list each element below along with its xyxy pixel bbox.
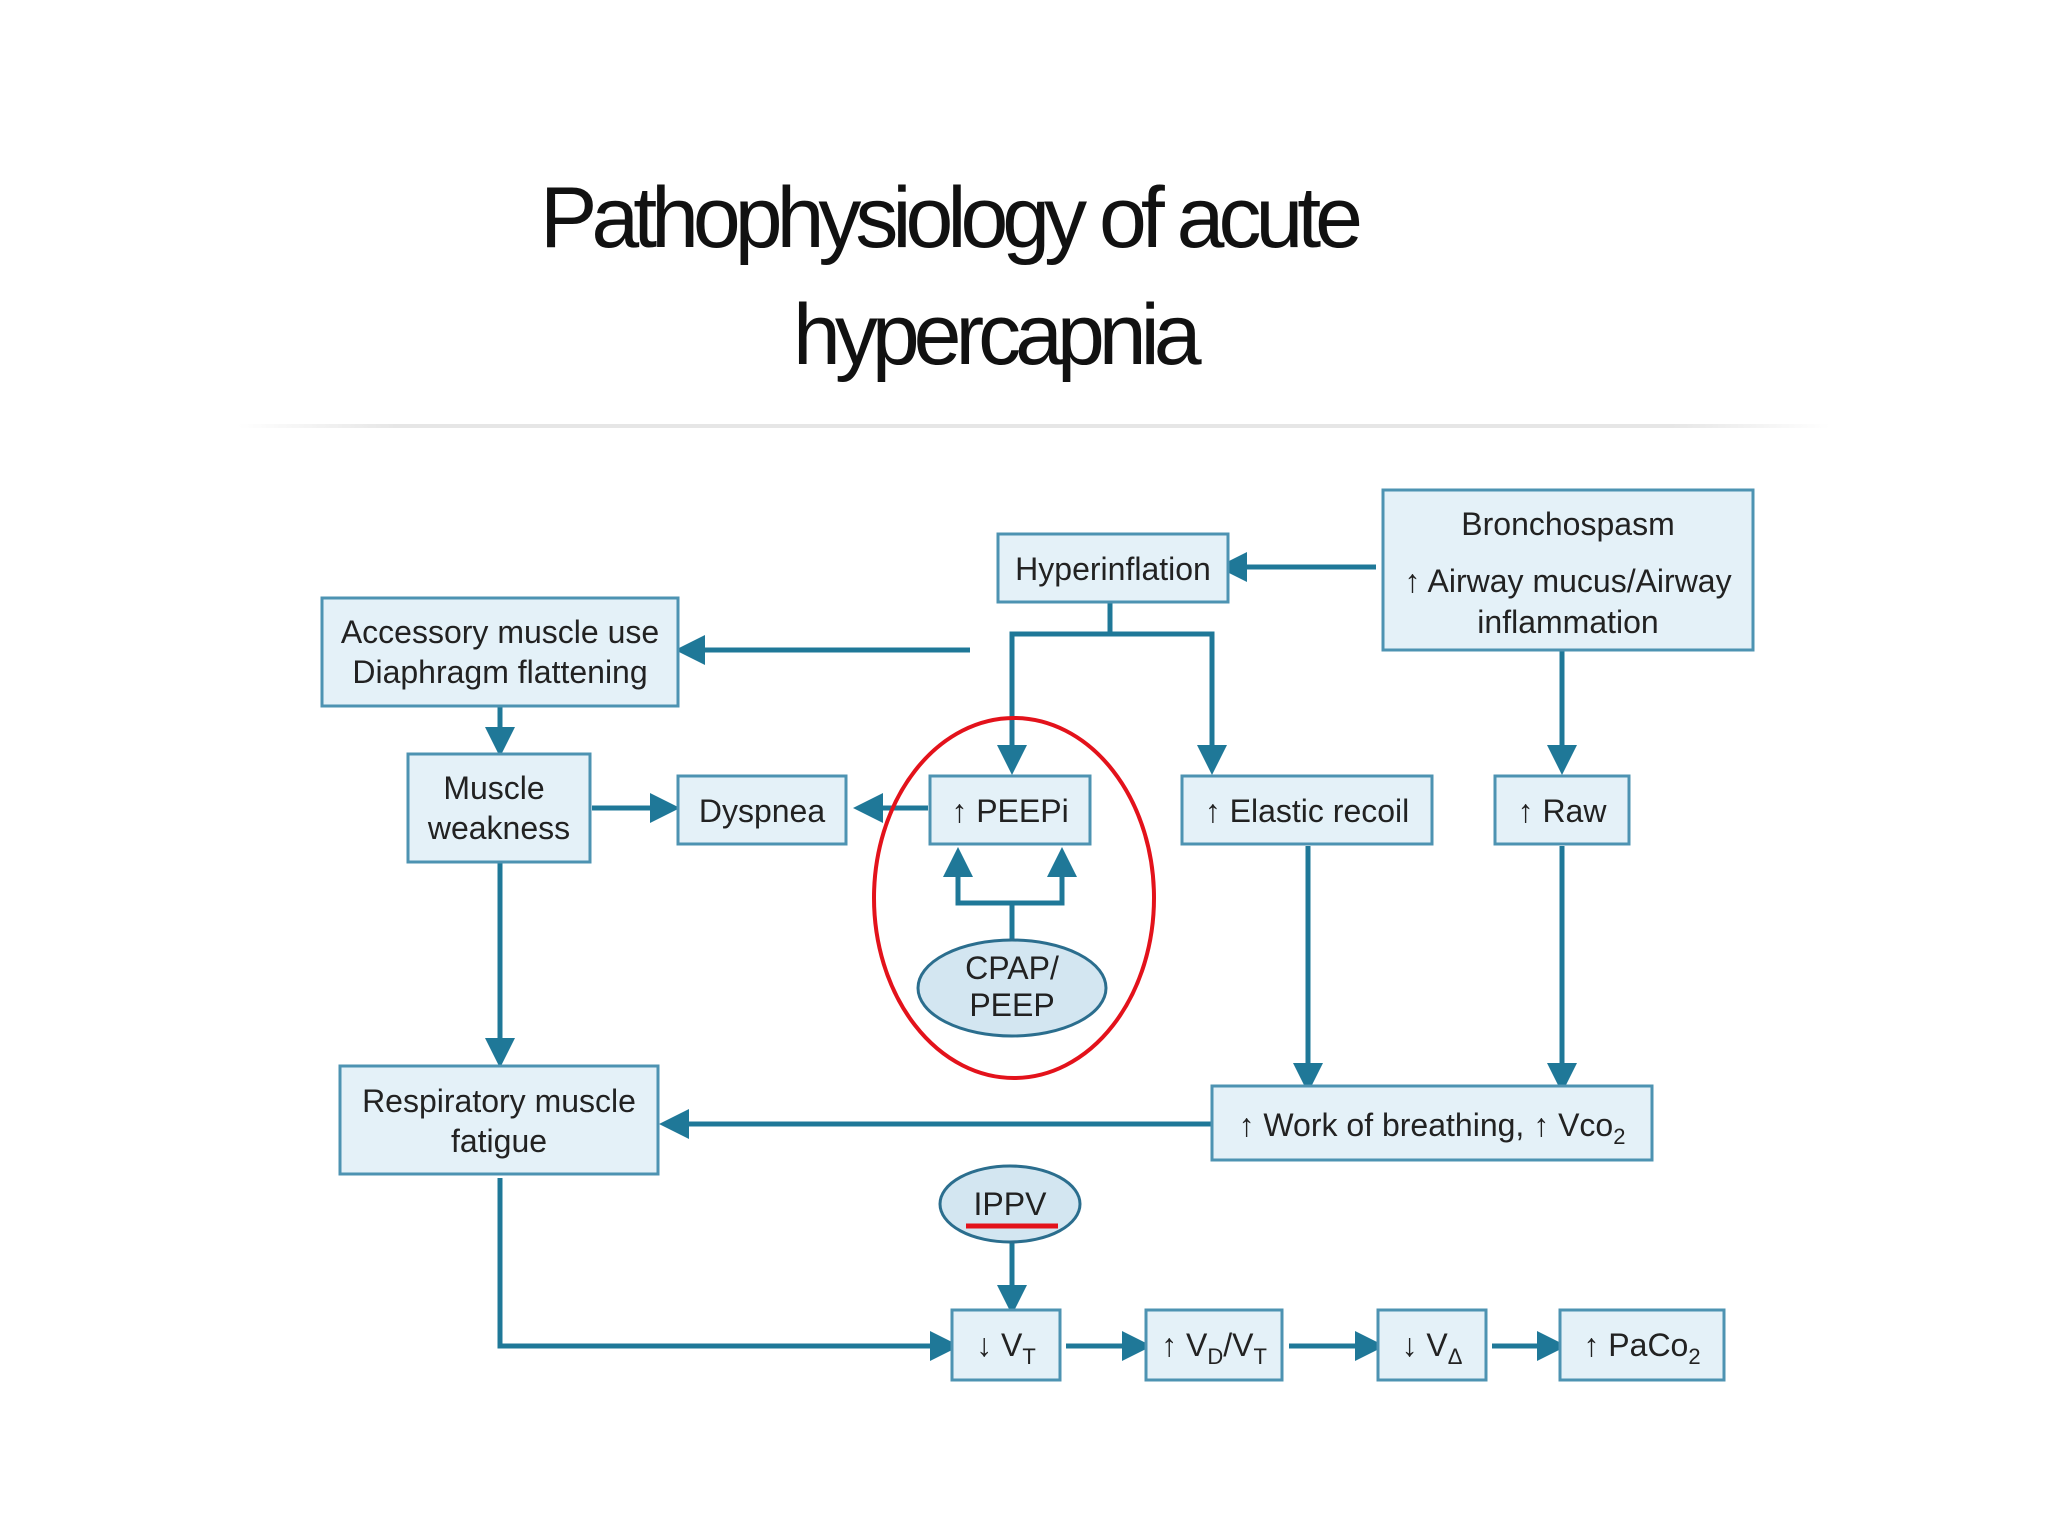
bronchospasm-line-2: ↑ Airway mucus/Airway xyxy=(1404,563,1731,599)
muscle-weakness-line-1: Muscle xyxy=(443,770,544,806)
oval-ippv: IPPV xyxy=(938,1164,1082,1244)
va-label: ↓ VΔ xyxy=(1402,1327,1463,1369)
peepi-label: ↑ PEEPi xyxy=(951,793,1068,829)
vt-label: ↓ VT xyxy=(976,1327,1036,1369)
arrow-resp-fatigue-to-vt xyxy=(497,1178,960,1361)
box-peepi: ↑ PEEPi xyxy=(928,774,1092,846)
bronchospasm-line-1: Bronchospasm xyxy=(1461,506,1674,542)
box-elastic-recoil: ↑ Elastic recoil xyxy=(1180,774,1434,846)
muscle-weakness-line-2: weakness xyxy=(427,810,570,846)
box-accessory-muscle: Accessory muscle use Diaphragm flattenin… xyxy=(320,596,680,708)
arrows xyxy=(485,552,1577,1361)
raw-label: ↑ Raw xyxy=(1518,793,1608,829)
box-vt: ↓ VT xyxy=(950,1308,1062,1382)
box-hyperinflation: Hyperinflation xyxy=(996,532,1230,604)
arrow-cpap-to-peepi-left xyxy=(943,847,1015,940)
cpap-line-1: CPAP/ xyxy=(965,950,1059,986)
box-muscle-weakness: Muscle weakness xyxy=(406,752,592,864)
resp-fatigue-line-1: Respiratory muscle xyxy=(362,1083,636,1119)
slide-title-line-2: hypercapnia xyxy=(793,287,1202,383)
arrow-hyperinflation-to-elastic-recoil xyxy=(1110,631,1227,775)
arrow-cpap-to-peepi-right xyxy=(1012,847,1077,906)
box-respiratory-muscle-fatigue: Respiratory muscle fatigue xyxy=(338,1064,660,1176)
highlight-circle xyxy=(872,716,1156,1080)
title-divider xyxy=(238,424,1830,428)
dyspnea-label: Dyspnea xyxy=(699,793,826,829)
hyperinflation-label: Hyperinflation xyxy=(1015,551,1211,587)
box-paco2: ↑ PaCo2 xyxy=(1558,1308,1726,1382)
accessory-line-2: Diaphragm flattening xyxy=(352,654,647,690)
paco2-label: ↑ PaCo2 xyxy=(1583,1327,1700,1369)
elastic-recoil-label: ↑ Elastic recoil xyxy=(1205,793,1410,829)
box-raw: ↑ Raw xyxy=(1493,774,1631,846)
box-dyspnea: Dyspnea xyxy=(676,774,848,846)
box-vd-vt: ↑ VD/VT xyxy=(1144,1308,1284,1382)
box-work-of-breathing: ↑ Work of breathing, ↑ Vco2 xyxy=(1210,1084,1654,1162)
vd-vt-label: ↑ VD/VT xyxy=(1161,1327,1267,1369)
box-va: ↓ VΔ xyxy=(1376,1308,1488,1382)
ippv-label: IPPV xyxy=(974,1186,1048,1222)
box-bronchospasm: Bronchospasm ↑ Airway mucus/Airway infla… xyxy=(1381,488,1755,652)
cpap-line-2: PEEP xyxy=(969,987,1054,1023)
accessory-line-1: Accessory muscle use xyxy=(341,614,659,650)
slide-title-line-1: Pathophysiology of acute xyxy=(540,170,1363,266)
arrow-hyperinflation-split xyxy=(997,602,1113,775)
resp-fatigue-line-2: fatigue xyxy=(451,1123,547,1159)
work-of-breathing-label: ↑ Work of breathing, ↑ Vco2 xyxy=(1239,1107,1626,1149)
oval-cpap-peep: CPAP/ PEEP xyxy=(916,938,1108,1038)
bronchospasm-line-3: inflammation xyxy=(1477,604,1658,640)
